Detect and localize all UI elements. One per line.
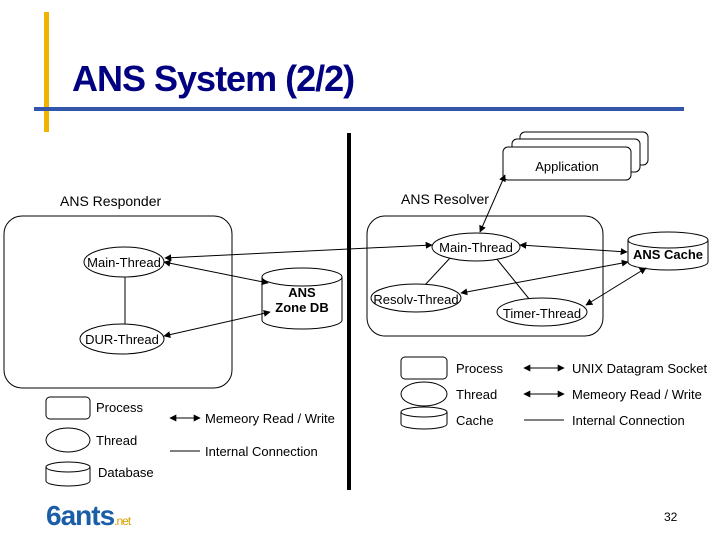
- legend-left-process-shape: [45, 396, 91, 420]
- legend-right-memory-label: Memeory Read / Write: [572, 387, 702, 402]
- responder-heading: ANS Responder: [60, 193, 162, 209]
- zone-db-label-line-2: Zone DB: [275, 300, 329, 315]
- title-rule: [34, 107, 684, 111]
- legend-left-database-shape: [45, 461, 91, 487]
- legend-right-thread-shape: [400, 381, 448, 407]
- responder-main-thread-label: Main-Thread: [87, 255, 161, 270]
- resolver-to-responder-arrow: [164, 241, 433, 262]
- ans-cache-label: ANS Cache: [632, 247, 704, 262]
- legend-right-socket-label: UNIX Datagram Socket: [572, 361, 708, 376]
- legend-left-thread-shape: [45, 427, 91, 453]
- zone-db-cylinder: [261, 267, 343, 330]
- logo-suffix: .net: [114, 514, 131, 528]
- legend-right-thread-label: Thread: [456, 387, 498, 402]
- legend-right-process-label: Process: [456, 361, 503, 376]
- ans-cache-cylinder: [627, 231, 709, 271]
- legend-right-process-shape: [400, 356, 448, 380]
- zone-db-label-line-1: ANS: [288, 285, 316, 300]
- responder-dur-thread-shape: [79, 323, 165, 355]
- dur-thread-to-zone-db-arrow: [163, 309, 271, 339]
- center-divider: [347, 133, 351, 490]
- slide-title: ANS System (2/2): [72, 58, 355, 99]
- legend-left-memory-label: Memeory Read / Write: [205, 411, 335, 426]
- zone-db-label: ANS Zone DB: [262, 285, 342, 315]
- resolv-to-cache-arrow: [460, 259, 629, 296]
- timer-thread-label: Timer-Thread: [502, 306, 582, 321]
- legend-right-cache-shape: [400, 406, 448, 430]
- logo-text: 6ants: [46, 500, 115, 531]
- legend-left-thread-label: Thread: [96, 433, 138, 448]
- page-number: 32: [664, 510, 678, 524]
- application-label: Application: [535, 159, 599, 174]
- legend-left-database-label: Database: [98, 465, 154, 480]
- resolver-main-thread-label: Main-Thread: [439, 240, 513, 255]
- accent-bar: [44, 12, 49, 132]
- main-thread-to-zone-db-arrow: [163, 259, 269, 286]
- timer-thread-shape: [496, 297, 588, 327]
- responder-dur-thread-label: DUR-Thread: [85, 332, 159, 347]
- resolver-heading: ANS Resolver: [401, 191, 489, 207]
- application-to-resolver-arrow: [479, 174, 506, 233]
- resolver-main-to-resolv-line: [424, 257, 451, 286]
- timer-to-cache-arrow: [585, 267, 647, 306]
- responder-process-box: [3, 215, 233, 389]
- resolv-thread-label: Resolv-Thread: [373, 292, 459, 307]
- main-thread-to-cache-arrow: [519, 241, 628, 256]
- legend-right-internal-label: Internal Connection: [572, 413, 685, 428]
- legend-left-process-label: Process: [96, 400, 143, 415]
- legend-left-internal-label: Internal Connection: [205, 444, 318, 459]
- application-stack: [502, 131, 649, 181]
- legend-right-cache-label: Cache: [456, 413, 494, 428]
- logo: 6ants.net: [46, 500, 131, 532]
- resolv-thread-shape: [370, 283, 462, 313]
